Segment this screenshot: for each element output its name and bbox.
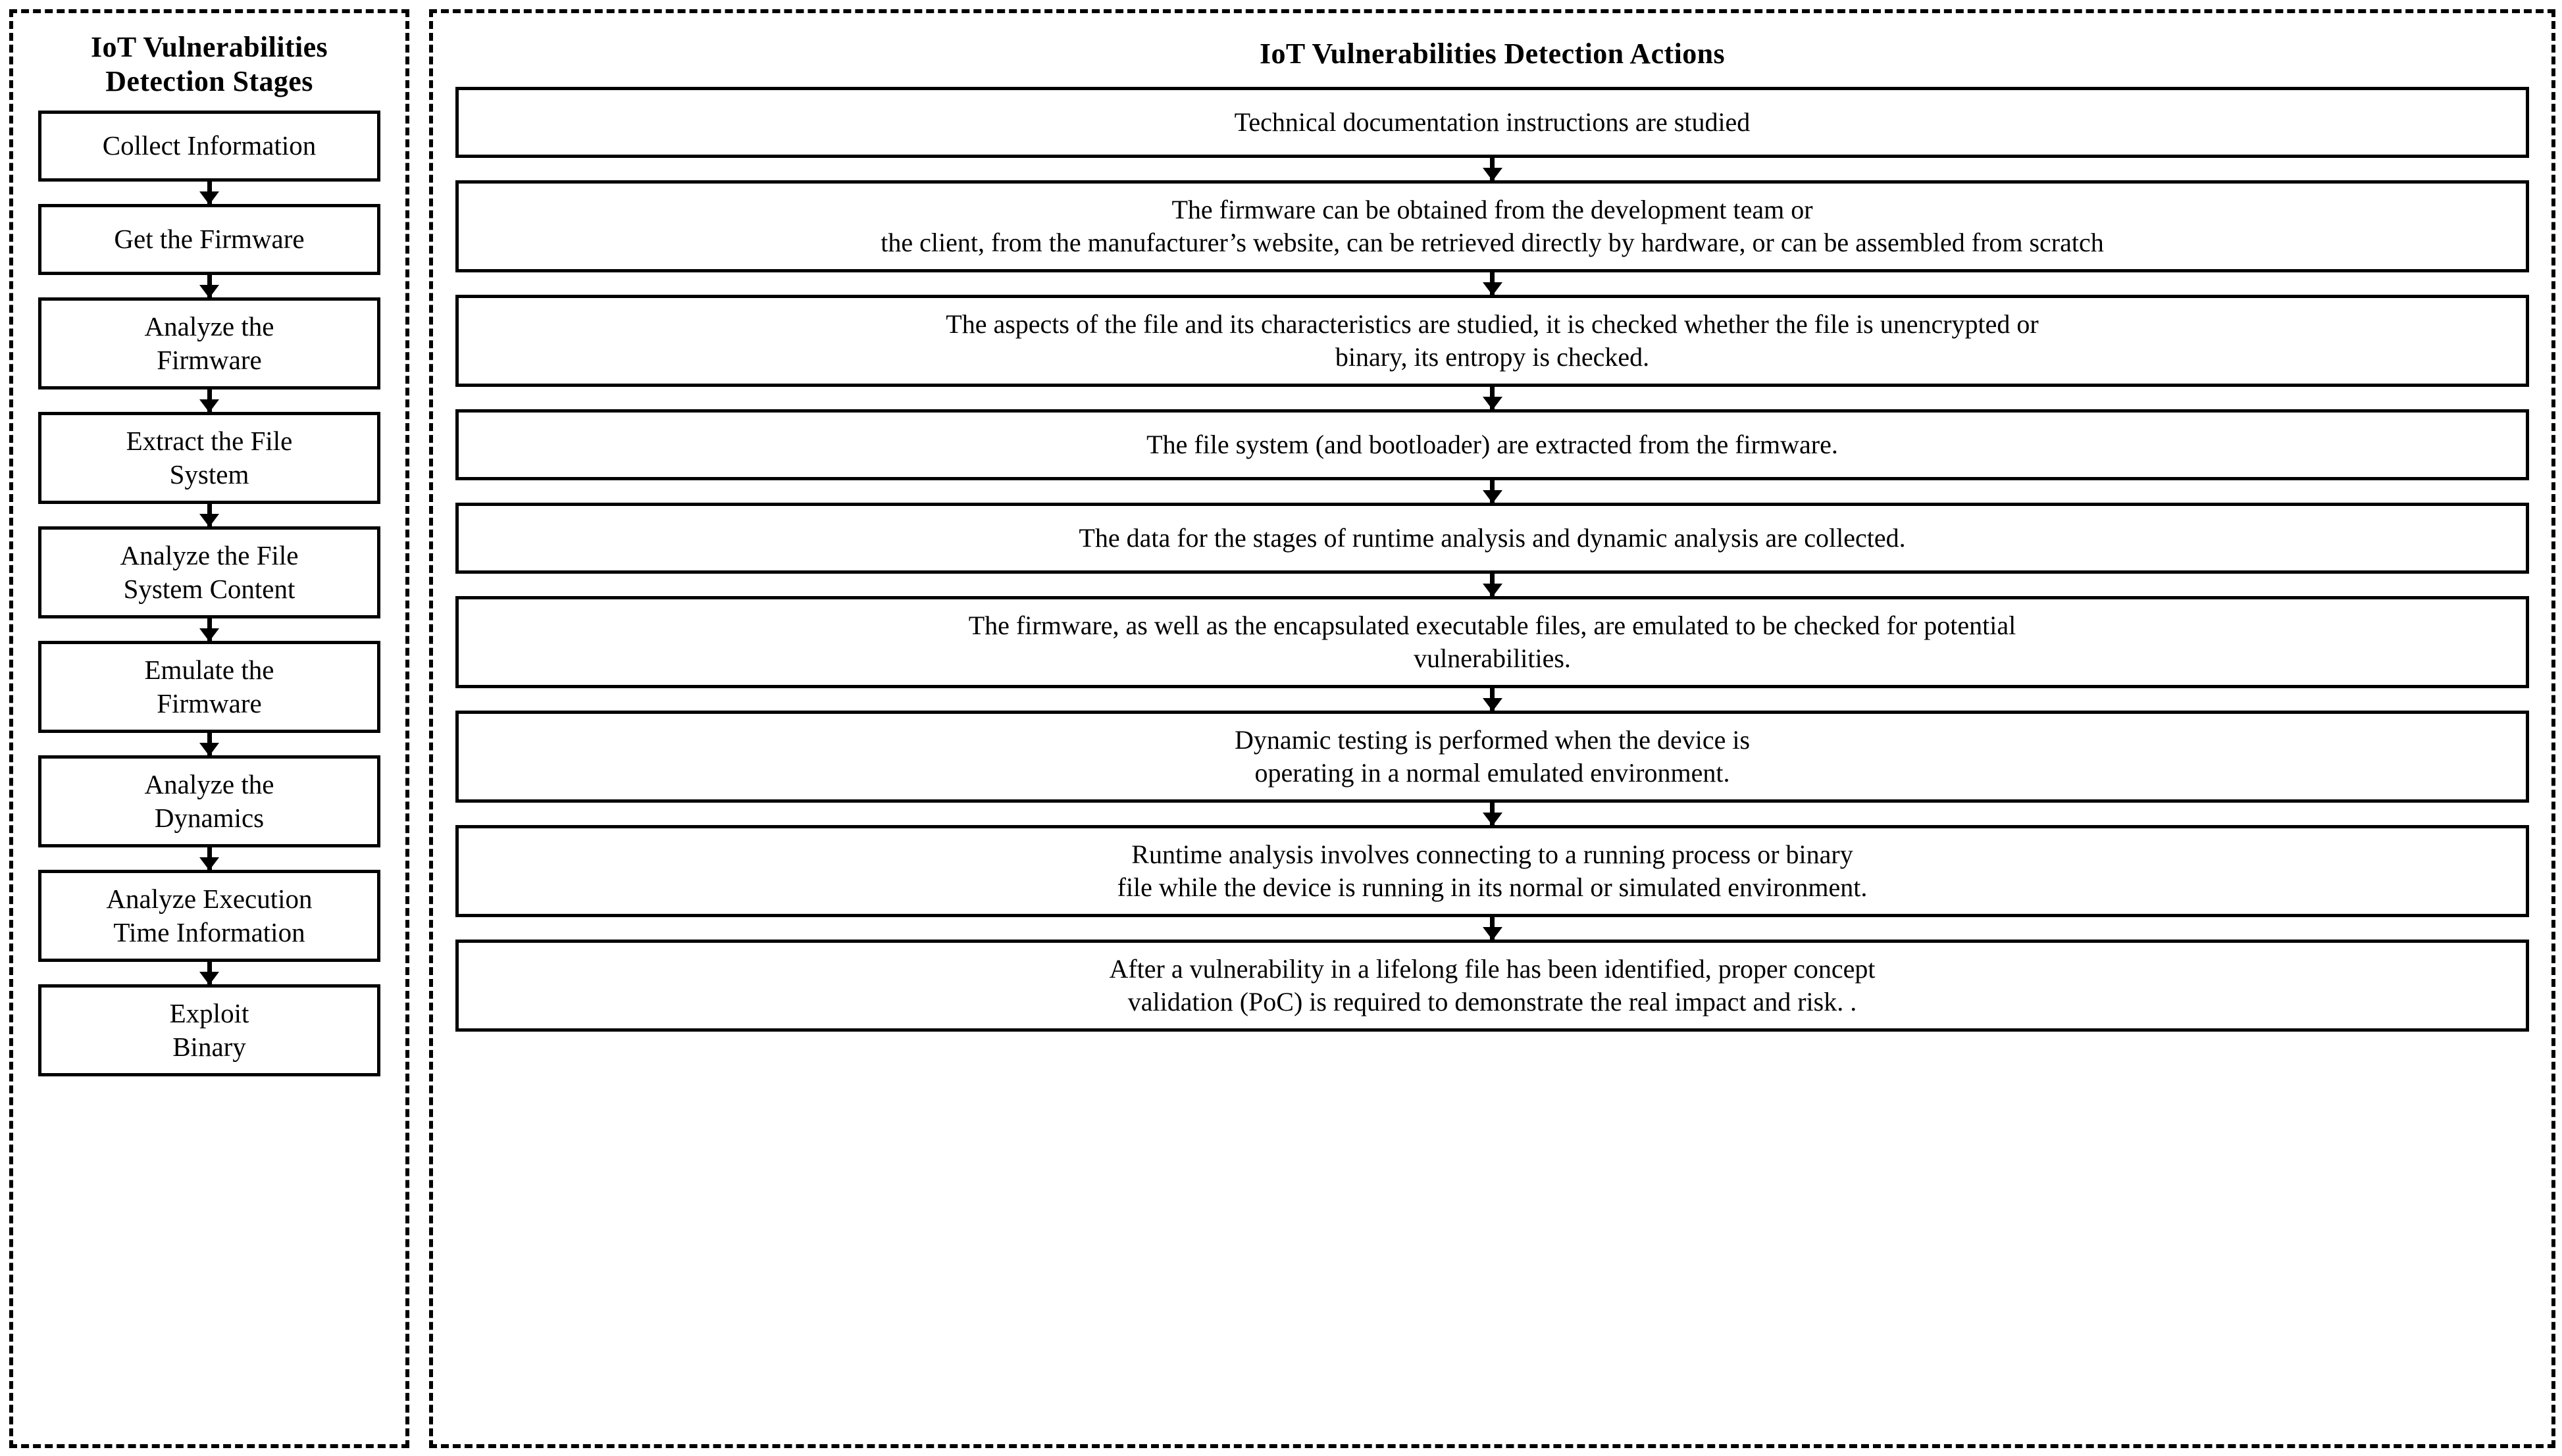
actions-panel: IoT Vulnerabilities Detection Actions Te… [429, 9, 2555, 1448]
stage-arrow-5 [38, 618, 380, 641]
action-arrow-2 [455, 272, 2529, 295]
arrow-down-icon [1482, 697, 1502, 711]
action-label: The data for the stages of runtime analy… [1079, 523, 1906, 553]
action-label: The firmware, as well as the encapsulate… [968, 611, 2016, 673]
arrow-down-icon [1482, 583, 1502, 597]
action-label: The firmware can be obtained from the de… [881, 195, 2104, 257]
action-arrow-3 [455, 386, 2529, 410]
arrow-down-icon [199, 971, 219, 985]
stage-extract-the-file-system[interactable]: Extract the File System [38, 411, 380, 504]
stage-label: Analyze the File System Content [120, 540, 299, 604]
action-arrow-7 [455, 802, 2529, 826]
stages-panel: IoT Vulnerabilities Detection Stages Col… [9, 9, 409, 1448]
stage-arrow-8 [38, 961, 380, 985]
arrow-down-icon [1482, 396, 1502, 410]
stage-exploit-binary[interactable]: Exploit Binary [38, 984, 380, 1076]
stage-analyze-file-system-content[interactable]: Analyze the File System Content [38, 526, 380, 618]
panel-separator [409, 9, 429, 1448]
action-arrow-4 [455, 480, 2529, 503]
arrow-down-icon [199, 628, 219, 641]
stage-label: Analyze the Firmware [144, 311, 274, 375]
stage-arrow-3 [38, 389, 380, 413]
arrow-down-icon [199, 399, 219, 413]
stages-panel-title: IoT Vulnerabilities Detection Stages [90, 31, 328, 97]
stage-analyze-execution-time[interactable]: Analyze Execution Time Information [38, 869, 380, 962]
action-arrow-8 [455, 916, 2529, 940]
action-obtain-firmware[interactable]: The firmware can be obtained from the de… [455, 180, 2529, 272]
stage-label: Analyze Execution Time Information [106, 883, 313, 947]
stage-analyze-the-dynamics[interactable]: Analyze the Dynamics [38, 755, 380, 847]
action-analyze-firmware[interactable]: The aspects of the file and its characte… [455, 294, 2529, 387]
stages-bottom-spacer [38, 1076, 380, 1434]
stage-label: Get the Firmware [114, 224, 305, 255]
action-label: The aspects of the file and its characte… [946, 309, 2039, 372]
action-label: After a vulnerability in a lifelong file… [1109, 954, 1876, 1017]
action-arrow-1 [455, 157, 2529, 181]
action-arrow-6 [455, 688, 2529, 711]
action-collect-data[interactable]: The data for the stages of runtime analy… [455, 502, 2529, 574]
action-runtime-analysis[interactable]: Runtime analysis involves connecting to … [455, 824, 2529, 917]
actions-panel-title: IoT Vulnerabilities Detection Actions [1259, 38, 1726, 70]
stage-arrow-1 [38, 181, 380, 205]
arrow-down-icon [1482, 926, 1502, 940]
action-technical-documentation[interactable]: Technical documentation instructions are… [455, 86, 2529, 158]
stage-arrow-7 [38, 847, 380, 870]
stage-label: Exploit Binary [169, 997, 249, 1062]
actions-flow: Technical documentation instructions are… [455, 86, 2529, 1434]
action-label: Runtime analysis involves connecting to … [1117, 840, 1868, 902]
action-label: Technical documentation instructions are… [1234, 107, 1751, 138]
action-extract-filesystem[interactable]: The file system (and bootloader) are ext… [455, 409, 2529, 480]
arrow-down-icon [1482, 490, 1502, 503]
action-arrow-5 [455, 573, 2529, 597]
stage-analyze-the-firmware[interactable]: Analyze the Firmware [38, 297, 380, 389]
stage-arrow-4 [38, 503, 380, 527]
stage-arrow-6 [38, 732, 380, 756]
arrow-down-icon [199, 513, 219, 527]
stage-label: Analyze the Dynamics [144, 768, 274, 833]
stages-flow: Collect Information Get the Firmware Ana… [38, 110, 380, 1434]
stage-emulate-the-firmware[interactable]: Emulate the Firmware [38, 640, 380, 733]
action-poc-validation[interactable]: After a vulnerability in a lifelong file… [455, 939, 2529, 1032]
action-label: Dynamic testing is performed when the de… [1234, 725, 1751, 788]
arrow-down-icon [1482, 282, 1502, 295]
stage-label: Emulate the Firmware [144, 654, 274, 718]
arrow-down-icon [1482, 167, 1502, 181]
arrow-down-icon [1482, 812, 1502, 826]
arrow-down-icon [199, 857, 219, 870]
stage-collect-information[interactable]: Collect Information [38, 110, 380, 182]
stage-arrow-2 [38, 274, 380, 298]
arrow-down-icon [199, 742, 219, 756]
action-label: The file system (and bootloader) are ext… [1146, 430, 1838, 460]
arrow-down-icon [199, 191, 219, 205]
stage-label: Extract the File System [126, 425, 293, 490]
actions-bottom-spacer [455, 1032, 2529, 1434]
action-emulate-firmware[interactable]: The firmware, as well as the encapsulate… [455, 595, 2529, 688]
arrow-down-icon [199, 284, 219, 298]
stage-get-the-firmware[interactable]: Get the Firmware [38, 203, 380, 275]
action-dynamic-testing[interactable]: Dynamic testing is performed when the de… [455, 710, 2529, 803]
stage-label: Collect Information [102, 130, 317, 161]
